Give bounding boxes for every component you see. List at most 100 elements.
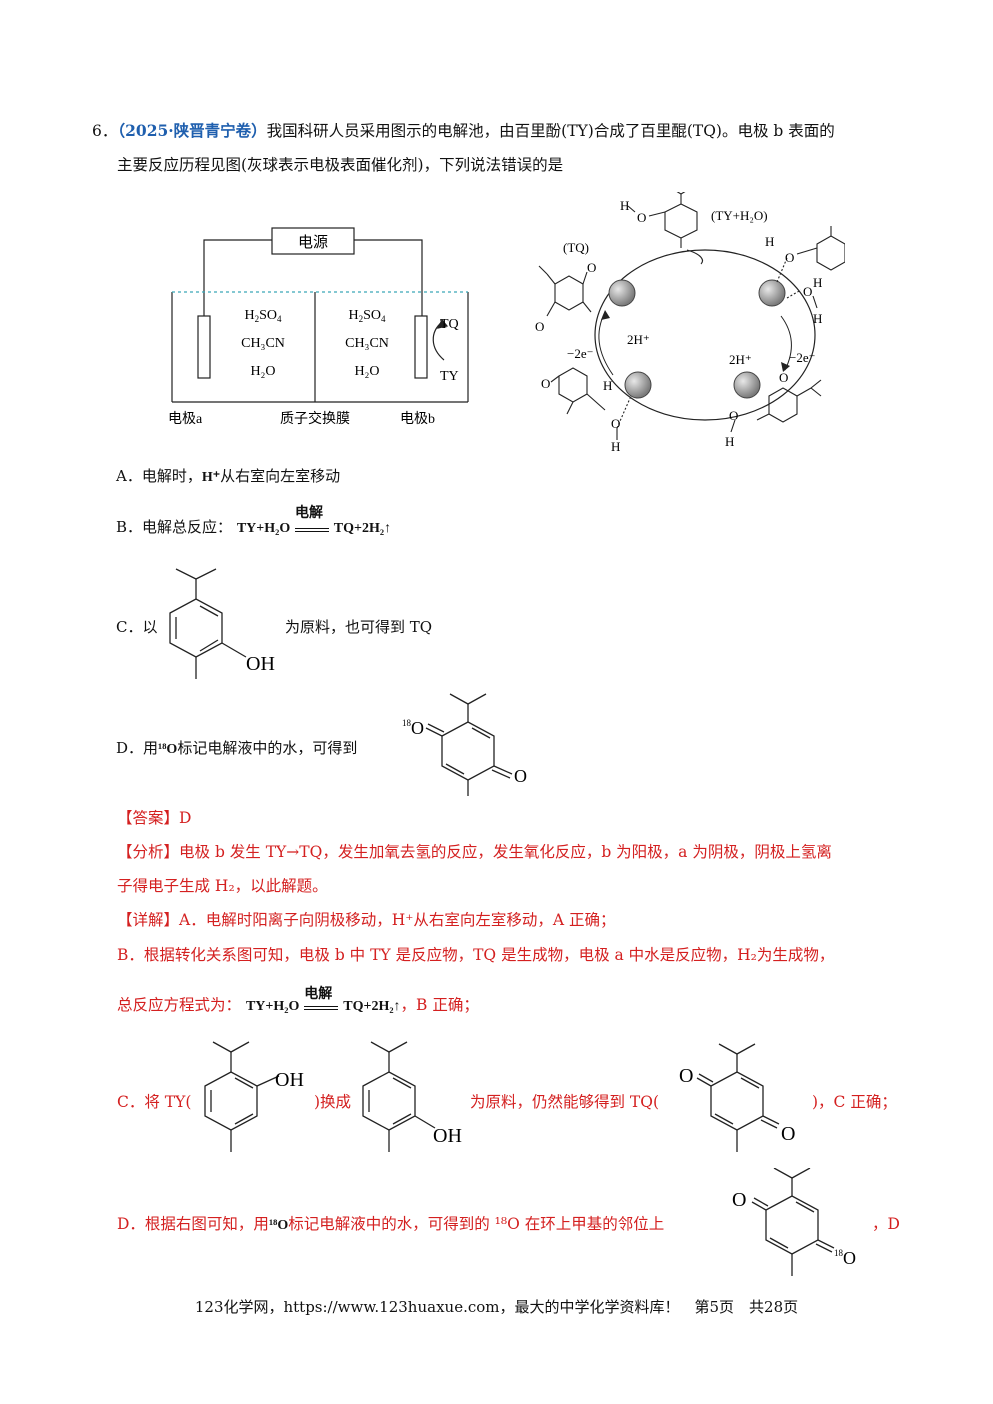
reaction-cycle-diagram: H O (TY+H₂O) H O O H H (TQ) O O 2H⁺ −2e⁻… [535,192,845,454]
tq-label: TQ [440,317,459,332]
molecule-c: OH [169,568,275,679]
electrolysis-condition: 电解 [295,506,323,521]
left-h2o: H₂O [250,364,275,379]
detail-d-b: 标记电解液中的水，可得到的 ¹⁸O 在环上甲基的邻位上 [288,1215,665,1233]
detail-tq-o2: O [781,1123,795,1145]
proton-right: 2H⁺ [729,352,752,367]
right-h2so4: H2SO4 [348,308,386,324]
detail-tq-molecule: O O [679,1043,795,1152]
detail-b-reactants: TY+H₂O [245,999,300,1014]
question-line-2: 主要反应历程见图(灰球表示电极表面催化剂)，下列说法错误的是 [117,150,563,180]
top-o: O [637,210,646,225]
electrolytic-cell-diagram: 电源 H2SO4 CH₃CN H₂O H2SO4 CH₃CN H₂O TQ TY… [168,227,469,427]
detail-d-o18: ¹⁸O [268,1218,289,1233]
option-d-prefix: D．用 [116,739,159,757]
right-o: O [785,250,794,265]
detail-b2-text: 总反应方程式为： [117,996,242,1014]
detail-line-b1: B．根据转化关系图可知，电极 b 中 TY 是反应物，TQ 是生成物，电极 a … [117,946,835,964]
option-d-suffix: 标记电解液中的水，可得到 [177,739,358,757]
br-o: O [779,370,788,385]
d-o18-atom: 18O [402,718,424,738]
electron-right: −2e⁻ [789,350,815,365]
left-h2so4: H2SO4 [244,308,282,324]
electrode-a-label: 电极a [168,411,203,427]
option-b[interactable]: B．电解总反应： TY+H₂O 电解 TQ+2H₂↑ [116,506,392,537]
question-stem-1: 我国科研人员采用图示的电解池，由百里酚(TY)合成了百里醌(TQ)。电极 b 表… [266,122,835,140]
option-c-prefix: C．以 [116,618,158,636]
molecule-d: 18O O [402,693,527,796]
detail-label: 【详解】 [117,911,180,929]
int-h: H [603,378,612,393]
option-d[interactable]: D．用¹⁸O标记电解液中的水，可得到 [116,737,357,758]
detail-c-molecule: OH [362,1041,462,1152]
catalyst-ball-2 [758,279,786,307]
option-c[interactable]: C．以 [116,616,157,637]
catalyst-ball-1 [608,279,636,307]
detail-up-arrow-icon: ↑ [393,999,401,1014]
detail-d-c: ，D [872,1215,900,1233]
question-source: （2025·陕晋青宁卷） [117,121,267,140]
question-line-1: 6．（2025·陕晋青宁卷）我国科研人员采用图示的电解池，由百里酚(TY)合成了… [92,116,835,146]
br-h: H [725,434,734,449]
detail-electrolysis-condition: 电解 [304,987,333,1002]
electrode-b-label: 电极b [400,411,435,427]
proton-left: 2H⁺ [627,332,650,347]
int-h2: H [611,439,620,454]
tq-o2: O [535,319,544,334]
analysis-text-1: 电极 b 发生 TY→TQ，发生加氧去氢的反应，发生氧化反应，b 为阳极，a 为… [179,843,832,861]
right-h: H [765,234,774,249]
catalyst-ball-4 [733,371,761,399]
option-a-text: 从右室向左室移动 [220,467,341,485]
option-b-products: TQ+2H₂ [333,521,385,536]
detail-c-a: C．将 TY( [117,1093,192,1111]
detail-line-b2: 总反应方程式为： TY+H₂O 电解 TQ+2H₂↑，B 正确； [117,987,479,1022]
ty-label: TY [440,369,459,384]
detail-d-line: D．根据右图可知，用¹⁸O标记电解液中的水，可得到的 ¹⁸O 在环上甲基的邻位上 [117,1209,664,1241]
detail-c-b: )换成 [314,1093,352,1111]
h-ion: H⁺ [201,470,221,485]
detail-a-text: A．电解时阳离子向阴极移动，H⁺从右室向左室移动，A 正确； [179,911,616,929]
electron-left: −2e⁻ [567,346,593,361]
question-number: 6． [92,122,118,140]
power-label: 电源 [298,234,328,251]
detail-b2-end: ，B 正确； [400,996,479,1014]
o18-label: ¹⁸O [158,742,178,757]
detail-tq-o1: O [679,1065,693,1087]
detail-d-a: D．根据右图可知，用 [117,1215,269,1233]
option-c-suffix: 为原料，也可得到 TQ [285,618,433,636]
detail-c-oh: OH [433,1125,462,1147]
analysis-line-2: 子得电子生成 H₂，以此解题。 [117,877,328,895]
page-footer: 123化学网，https://www.123huaxue.com，最大的中学化学… [194,1298,799,1316]
option-b-reactants: TY+H₂O [236,521,291,536]
detail-electrolysis-arrow: 电解 [304,987,339,1010]
right-h2o: H₂O [354,364,379,379]
option-a-label: A．电解时， [116,467,202,485]
int-o: O [541,376,550,391]
up-arrow-icon: ↑ [384,521,392,536]
ty-h2o-label: (TY+H₂O) [711,208,768,223]
detail-d-o1: O [732,1189,746,1211]
analysis-line-1: 【分析】电极 b 发生 TY→TQ，发生加氧去氢的反应，发生氧化反应，b 为阳极… [117,837,832,867]
top-h: H [620,198,629,213]
detail-d-o18-atom: 18O [834,1248,856,1268]
detail-b-products: TQ+2H₂ [343,999,394,1014]
detail-ty-molecule: OH [204,1041,304,1152]
tq-cycle-label: (TQ) [563,240,589,255]
water-o: O [803,284,812,299]
int-o2: O [611,416,620,431]
answer-label: 【答案】D [117,809,192,827]
tq-o1: O [587,260,596,275]
option-a[interactable]: A．电解时，H⁺从右室向左室移动 [116,465,340,486]
d-o-atom: O [514,766,527,786]
detail-c-c: 为原料，仍然能够得到 TQ( [470,1093,660,1111]
electrolysis-arrow: 电解 [295,506,329,532]
water-h2: H [813,311,822,326]
detail-ty-oh: OH [275,1069,304,1091]
membrane-label: 质子交换膜 [280,410,350,427]
br-o2: O [729,408,738,423]
detail-d-molecule: O 18O [732,1168,856,1276]
right-ch3cn: CH₃CN [345,336,389,351]
water-h1: H [813,275,822,290]
oh-label: OH [246,653,275,675]
detail-c-d: )，C 正确； [812,1093,897,1111]
